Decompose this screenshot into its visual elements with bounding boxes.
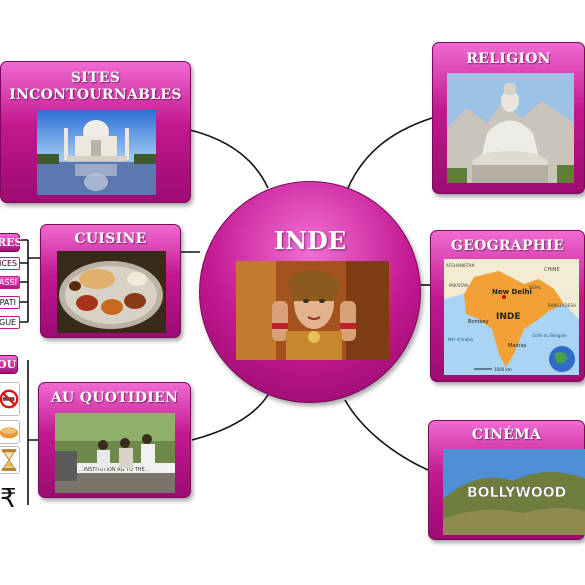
map-label-golfe: Golfe du Bengale <box>532 333 567 338</box>
node-cuisine-title: CUISINE <box>74 231 147 247</box>
bread-icon <box>0 420 20 444</box>
link-cuisine-sub <box>20 239 40 323</box>
india-map-image: New Delhi INDE AFGHANISTAN CHINE PAKISTA… <box>444 259 579 375</box>
rupee-icon: ₹ <box>0 482 20 518</box>
map-label-scale: 1000 km <box>494 367 512 372</box>
hourglass-icon <box>0 446 20 474</box>
node-cinema[interactable]: CINÉMA BOLLYWOOD <box>428 420 585 540</box>
link-cinema <box>344 399 429 471</box>
quotidien-sub-header[interactable]: OU <box>0 355 18 374</box>
link-sites <box>189 129 269 189</box>
banner-text: ...INSTITUTION RG TO THE... <box>79 467 150 473</box>
node-geographie[interactable]: GEOGRAPHIE New Delhi INDE AFGHANISTAN CH… <box>430 230 585 382</box>
map-label-bombay: Bombay <box>468 319 489 325</box>
node-cinema-title: CINÉMA <box>471 427 542 443</box>
map-label-nepal: NÉPAL <box>529 285 542 290</box>
cuisine-sub-header[interactable]: RES <box>0 233 22 252</box>
no-smoking-icon <box>0 382 20 416</box>
node-au-quotidien[interactable]: AU QUOTIDIEN ...INSTITUTION RG TO THE... <box>38 382 191 498</box>
indian-food-image <box>57 251 166 333</box>
shiva-statue-image <box>447 73 574 183</box>
map-label-afghanistan: AFGHANISTAN <box>446 263 474 268</box>
map-label-mer: Mer d'Arabie <box>448 337 474 342</box>
rupee-symbol: ₹ <box>0 484 17 514</box>
map-label-inde: INDE <box>496 312 521 322</box>
cuisine-sub-item-4[interactable]: GUE <box>0 316 20 329</box>
indian-woman-image <box>236 261 389 360</box>
map-label-madras: Madras <box>508 343 527 349</box>
daily-life-image: ...INSTITUTION RG TO THE... <box>55 413 175 493</box>
link-religion <box>347 117 433 189</box>
central-topic-title: INDE <box>273 226 347 255</box>
node-cuisine[interactable]: CUISINE <box>40 224 181 338</box>
map-label-pakistan: PAKISTAN <box>449 283 468 288</box>
bollywood-sign-text: BOLLYWOOD <box>467 485 566 501</box>
node-sites-title-line1: SITES <box>70 70 121 86</box>
taj-mahal-image <box>37 110 156 195</box>
cuisine-sub-item-2[interactable]: ASSI <box>0 276 20 289</box>
node-quotidien-title: AU QUOTIDIEN <box>50 390 179 406</box>
cuisine-sub-item-3[interactable]: PATI <box>0 296 20 309</box>
cuisine-sub-item-1[interactable]: ICES <box>0 257 20 270</box>
node-religion[interactable]: RELIGION <box>432 42 585 194</box>
node-geographie-title: GEOGRAPHIE <box>450 238 565 254</box>
node-religion-title: RELIGION <box>466 51 551 67</box>
map-label-bangladesh: BANGLADESH <box>548 303 576 308</box>
node-sites-incontournables[interactable]: SITES INCONTOURNABLES <box>0 61 191 203</box>
map-label-new-delhi: New Delhi <box>492 288 532 296</box>
link-quotidien <box>191 394 269 441</box>
bollywood-sign-image: BOLLYWOOD <box>443 449 585 535</box>
node-sites-title-line2: INCONTOURNABLES <box>9 87 182 103</box>
central-topic-inde[interactable]: INDE <box>199 181 421 403</box>
map-label-chine: CHINE <box>544 267 560 273</box>
